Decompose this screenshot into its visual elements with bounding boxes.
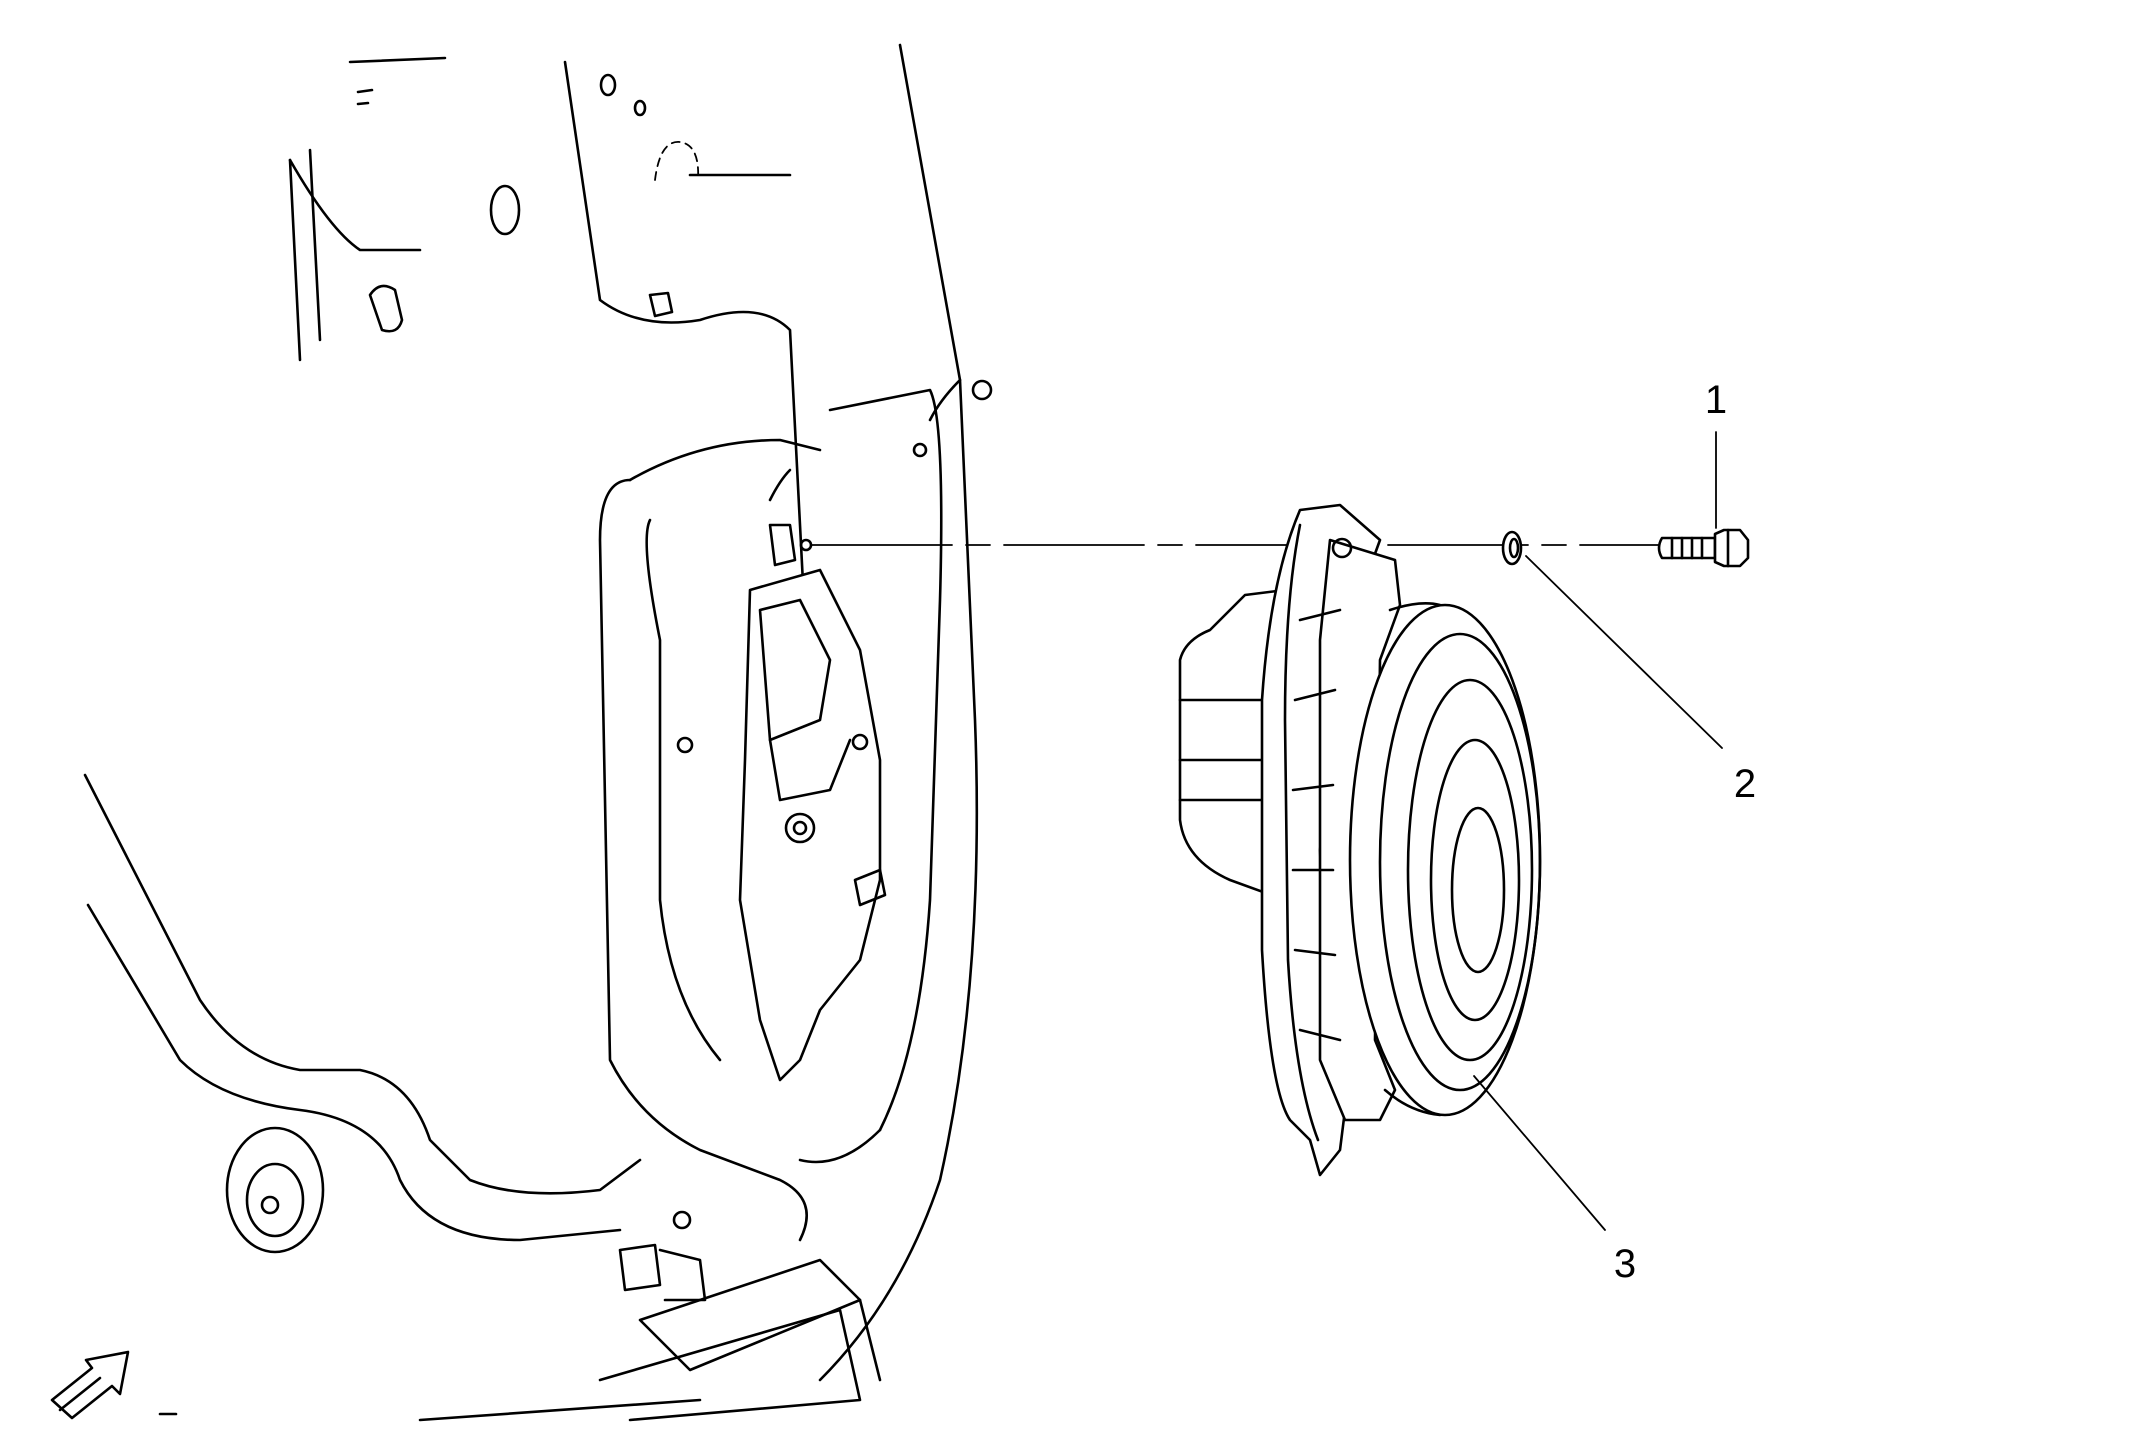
speaker	[1178, 503, 1542, 1177]
leader-line-3	[1473, 1075, 1606, 1231]
front-direction-arrow-icon	[50, 1350, 130, 1420]
washer	[1501, 530, 1523, 566]
callout-2: 2	[1734, 762, 1756, 806]
callout-3: 3	[1614, 1242, 1636, 1286]
callout-1: 1	[1705, 378, 1727, 422]
door-inner-panel	[83, 43, 993, 1422]
leader-line-2	[1525, 555, 1723, 749]
bolt	[1657, 528, 1750, 568]
